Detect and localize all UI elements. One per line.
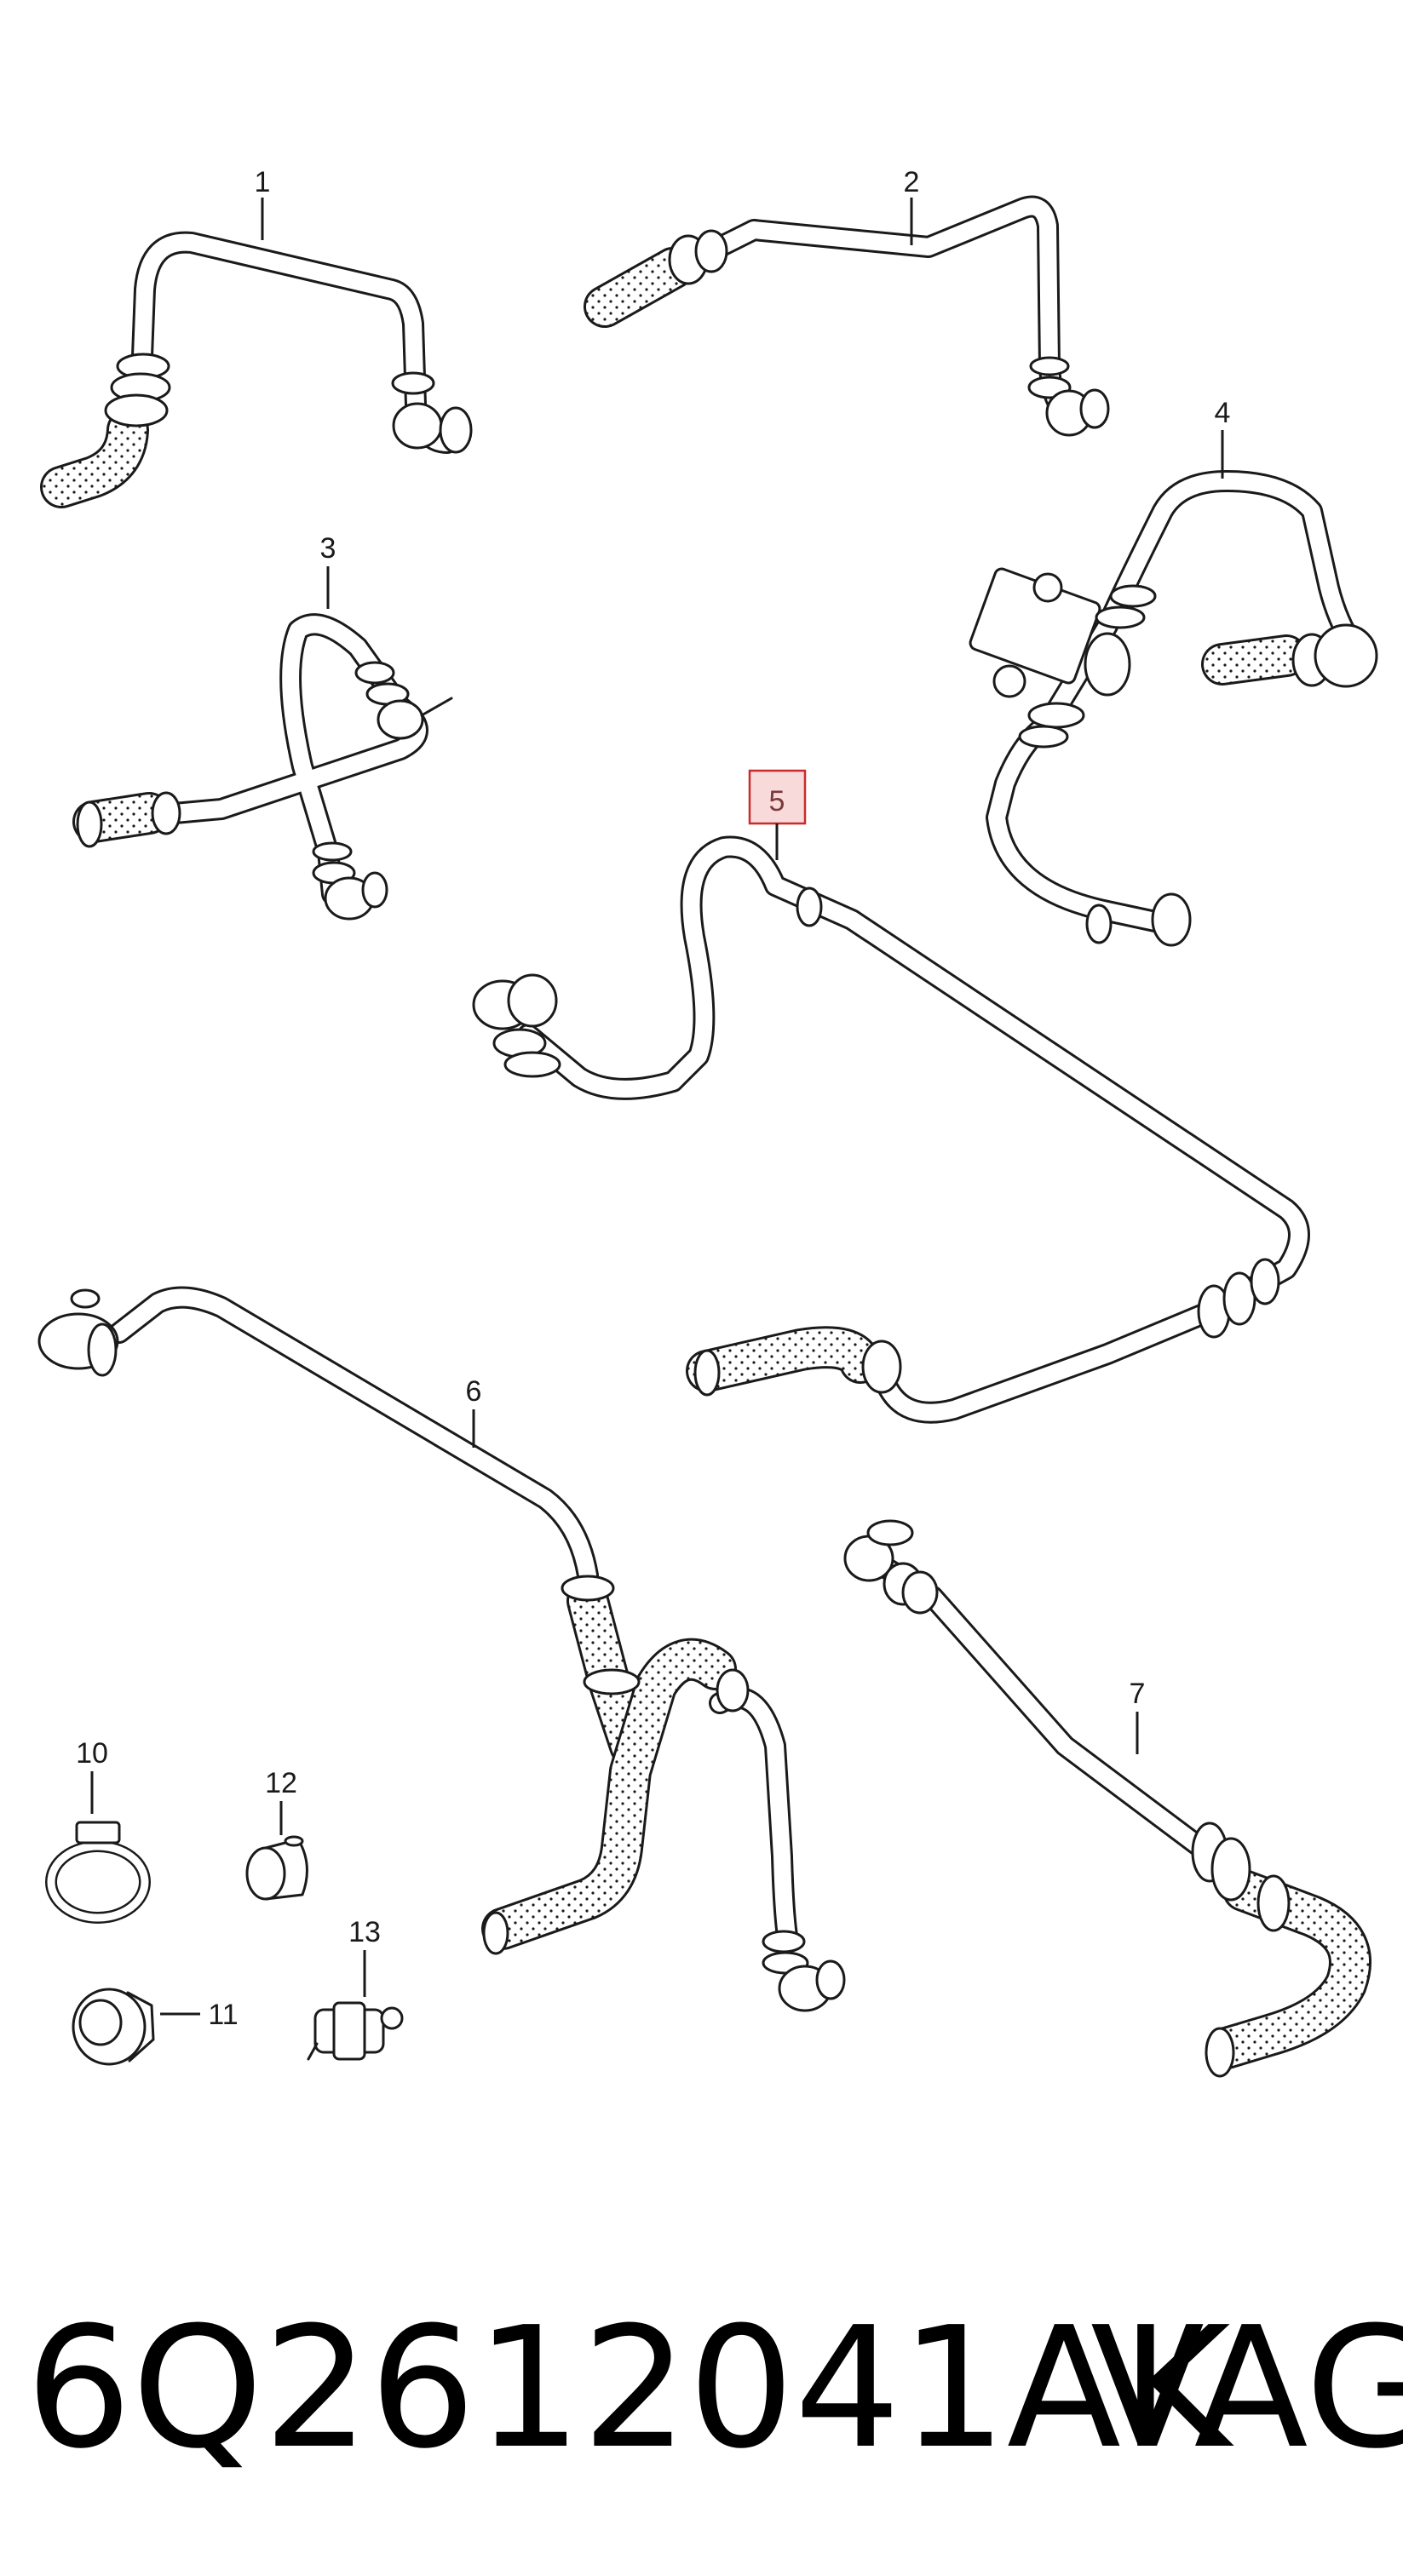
hose-part-5[interactable] [472, 835, 1310, 1424]
label-3: 3 [320, 532, 336, 565]
bush-part-12[interactable] [245, 1835, 308, 1901]
label-13: 13 [348, 1916, 381, 1948]
hose-part-4[interactable] [969, 470, 1378, 947]
parts-diagram: 1 2 3 [37, 166, 1378, 2078]
hose-part-2[interactable] [584, 195, 1110, 437]
grommet-part-11[interactable] [72, 1988, 155, 2066]
label-11: 11 [208, 1999, 238, 2031]
label-2: 2 [904, 166, 920, 198]
hose-part-7[interactable] [843, 1519, 1371, 2078]
label-5: 5 [769, 785, 785, 818]
brand-text: VAG [1090, 2292, 1403, 2486]
label-4: 4 [1215, 397, 1231, 429]
clamp-part-10[interactable] [45, 1821, 151, 1924]
hose-part-1[interactable] [40, 231, 473, 508]
hose-part-3[interactable] [72, 613, 453, 921]
part-number-text: 6Q2612041AK [26, 2292, 1231, 2486]
label-6: 6 [466, 1375, 482, 1408]
label-12: 12 [265, 1767, 297, 1799]
label-10: 10 [76, 1737, 108, 1770]
label-7: 7 [1130, 1678, 1146, 1710]
label-1: 1 [255, 166, 271, 198]
highlight-box-5 [748, 769, 807, 825]
hose-part-6[interactable] [37, 1286, 846, 2012]
clip-part-13[interactable] [307, 2001, 404, 2061]
